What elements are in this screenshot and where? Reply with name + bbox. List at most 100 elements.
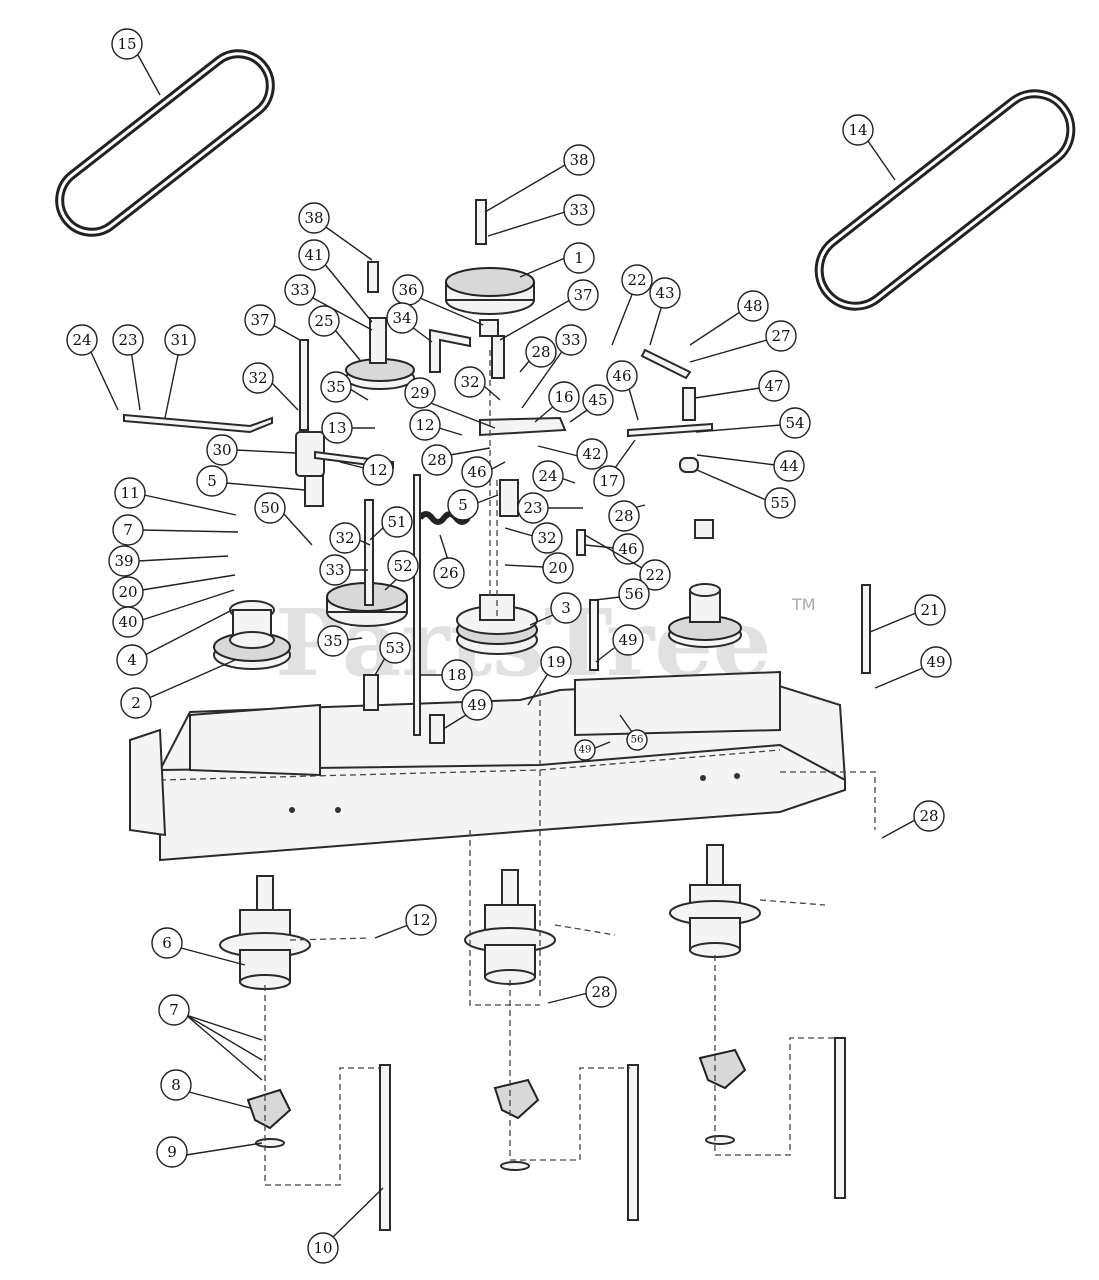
callout[interactable]: 32: [242, 362, 299, 411]
callout[interactable]: 12: [339, 454, 394, 486]
callout[interactable]: 23: [517, 492, 583, 524]
callout[interactable]: 15: [111, 28, 161, 96]
callout[interactable]: 6: [151, 927, 246, 966]
callout[interactable]: 17: [593, 439, 636, 497]
callout[interactable]: 12: [409, 409, 463, 441]
callout-label: 6: [162, 934, 172, 952]
callout[interactable]: 10: [307, 1187, 384, 1264]
callout[interactable]: 45: [569, 384, 614, 423]
callout[interactable]: 7: [158, 994, 263, 1081]
callout[interactable]: 4: [116, 609, 233, 676]
callout[interactable]: 5: [447, 489, 499, 521]
callout[interactable]: 36: [392, 274, 484, 326]
callout[interactable]: 41: [298, 239, 373, 323]
callout[interactable]: 5: [196, 465, 306, 497]
callout[interactable]: 22: [611, 264, 653, 346]
callout[interactable]: 20: [504, 552, 574, 584]
callout[interactable]: 24: [532, 460, 576, 492]
callout-label: 55: [770, 494, 789, 512]
callout[interactable]: 28: [608, 500, 646, 532]
callout-label: 24: [538, 467, 557, 485]
callout[interactable]: 49: [874, 646, 952, 689]
callout[interactable]: 52: [384, 550, 419, 591]
callout[interactable]: 1: [519, 242, 595, 278]
callout[interactable]: 30: [206, 434, 297, 466]
bolts-illustration: [299, 199, 871, 744]
callout[interactable]: 18: [420, 659, 473, 691]
callout[interactable]: 53: [374, 632, 411, 676]
callout[interactable]: 55: [696, 469, 796, 519]
callout-label: 49: [579, 745, 592, 756]
callout-label: 21: [920, 601, 939, 619]
callout[interactable]: 38: [298, 202, 373, 261]
callout[interactable]: 46: [461, 456, 506, 488]
callout[interactable]: 33: [284, 274, 373, 331]
callout[interactable]: 54: [695, 407, 811, 439]
callout[interactable]: 13: [321, 412, 375, 444]
callout[interactable]: 20: [112, 574, 236, 608]
callout[interactable]: 43: [649, 277, 681, 346]
callout[interactable]: 25: [308, 305, 361, 361]
callout[interactable]: 47: [694, 370, 790, 402]
callout[interactable]: 32: [329, 522, 371, 554]
callout[interactable]: 40: [112, 589, 235, 638]
callout[interactable]: 48: [689, 290, 769, 346]
callout[interactable]: 28: [519, 336, 557, 373]
callout[interactable]: 37: [499, 279, 599, 341]
callout-label: 32: [335, 529, 354, 547]
callout-label: 23: [118, 331, 137, 349]
callout-label: 53: [385, 639, 404, 657]
callout-label: 12: [415, 416, 434, 434]
callout[interactable]: 42: [537, 438, 608, 470]
callout[interactable]: 21: [869, 594, 946, 633]
callout[interactable]: 16: [534, 381, 580, 423]
callout[interactable]: 24: [66, 324, 119, 411]
callout[interactable]: 12: [374, 904, 437, 939]
callout[interactable]: 33: [521, 324, 587, 409]
callout[interactable]: 7: [112, 514, 239, 546]
callout[interactable]: 19: [527, 646, 572, 706]
callout[interactable]: 32: [454, 366, 501, 401]
callout[interactable]: 37: [244, 304, 301, 341]
callout-label: 51: [387, 513, 406, 531]
callout[interactable]: 44: [696, 450, 805, 482]
callout-label: 46: [467, 463, 486, 481]
callout[interactable]: 32: [504, 522, 563, 554]
callout[interactable]: 35: [320, 371, 369, 403]
callout[interactable]: 28: [547, 976, 617, 1008]
callout-label: 43: [655, 284, 674, 302]
callout[interactable]: 26: [433, 534, 465, 589]
callout[interactable]: 51: [369, 506, 413, 541]
pulley-right-illustration: [668, 519, 742, 648]
callout-label: 29: [410, 384, 429, 402]
callout[interactable]: 27: [689, 320, 797, 363]
callout[interactable]: 33: [319, 554, 368, 586]
callout[interactable]: 28: [421, 444, 491, 476]
callout[interactable]: 11: [114, 477, 237, 516]
callout[interactable]: 31: [164, 324, 196, 419]
callout[interactable]: 34: [386, 302, 433, 343]
callout[interactable]: 3: [529, 592, 582, 626]
callout[interactable]: 28: [881, 800, 945, 839]
callout[interactable]: 49: [444, 689, 493, 729]
callout[interactable]: 49: [595, 624, 644, 663]
callout[interactable]: 46: [584, 533, 644, 565]
callout[interactable]: 2: [120, 659, 236, 719]
callout[interactable]: 14: [842, 114, 896, 181]
callout[interactable]: 23: [112, 324, 144, 411]
callout[interactable]: 33: [487, 194, 595, 237]
callout[interactable]: 50: [254, 492, 313, 546]
callout[interactable]: 22: [584, 534, 671, 591]
callout[interactable]: 56: [594, 578, 650, 610]
callout[interactable]: 46: [606, 360, 639, 421]
callout[interactable]: 38: [484, 144, 595, 213]
callout[interactable]: 9: [156, 1136, 263, 1168]
callout-label: 31: [170, 331, 189, 349]
callout[interactable]: 35: [317, 625, 363, 657]
callout callout-small[interactable]: 56: [619, 714, 648, 751]
callout[interactable]: 39: [108, 545, 229, 577]
callout[interactable]: 29: [404, 377, 496, 429]
callout[interactable]: 8: [160, 1069, 251, 1109]
callout callout-small[interactable]: 49: [574, 739, 611, 761]
